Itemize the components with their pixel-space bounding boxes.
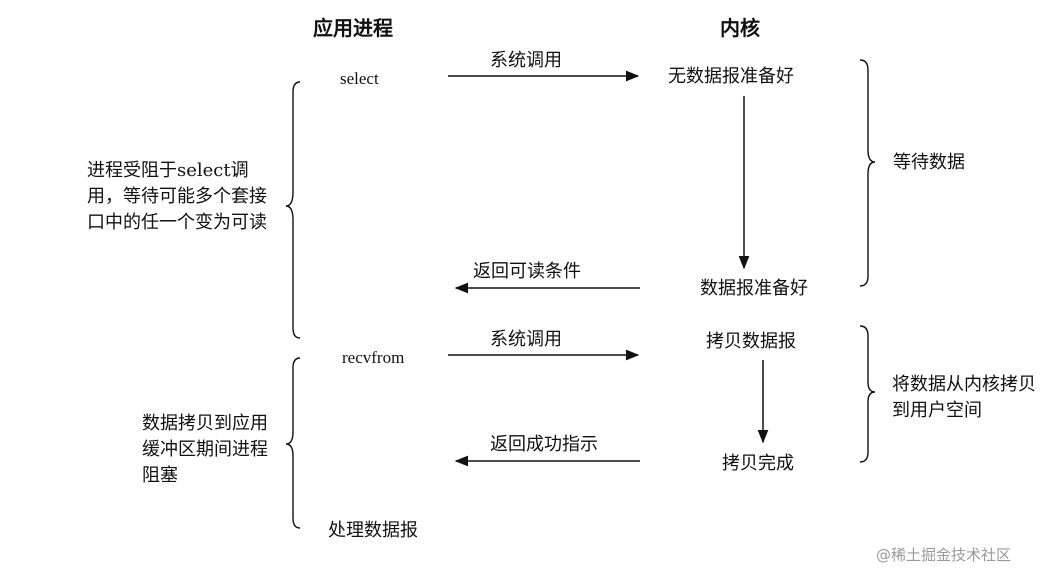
right-brace-phase1 bbox=[859, 59, 876, 287]
recvfrom-call: recvfrom bbox=[342, 348, 405, 367]
return-success-label: 返回成功指示 bbox=[490, 434, 598, 455]
select-call: select bbox=[340, 69, 379, 88]
kernel-header: 内核 bbox=[720, 16, 760, 40]
kernel-copy-done: 拷贝完成 bbox=[722, 453, 794, 474]
right-note-copy: 将数据从内核拷贝到用户空间 bbox=[892, 374, 1036, 421]
watermark: @稀土掘金技术社区 bbox=[876, 546, 1012, 564]
app-process-header: 应用进程 bbox=[313, 16, 393, 40]
kernel-copy-datagram: 拷贝数据报 bbox=[706, 331, 796, 352]
syscall-label-1: 系统调用 bbox=[490, 50, 562, 71]
kernel-datagram-ready: 数据报准备好 bbox=[700, 278, 808, 299]
right-brace-phase2 bbox=[859, 325, 876, 463]
left-brace-phase1 bbox=[285, 81, 301, 339]
left-note-phase1: 进程受阻于select调用，等待可能多个套接口中的任一个变为可读 bbox=[87, 160, 267, 233]
syscall-label-2: 系统调用 bbox=[490, 329, 562, 350]
right-note-wait-data: 等待数据 bbox=[893, 152, 965, 173]
left-note-phase2: 数据拷贝到应用缓冲区期间进程阻塞 bbox=[142, 413, 268, 486]
process-datagram: 处理数据报 bbox=[328, 520, 418, 541]
return-readable-label: 返回可读条件 bbox=[473, 261, 581, 282]
left-brace-phase2 bbox=[285, 357, 301, 529]
kernel-no-datagram: 无数据报准备好 bbox=[668, 66, 794, 87]
